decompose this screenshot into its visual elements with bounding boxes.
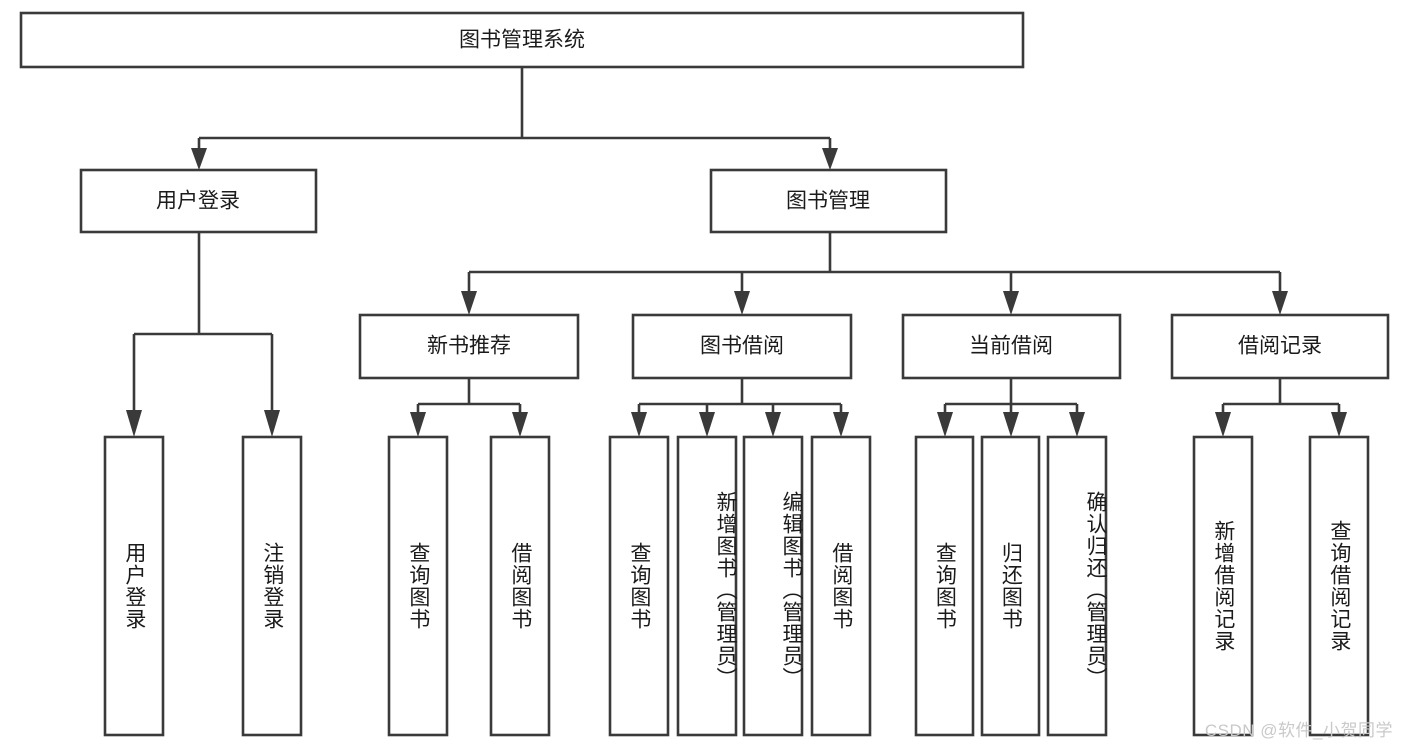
leaf-box-borrow-book-new[interactable] (489, 435, 551, 737)
node-book-borrow-label: 图书借阅 (700, 335, 784, 358)
connector-currentborrow-to-leaves (937, 378, 1085, 437)
leaf-box-user-login[interactable] (103, 435, 165, 737)
node-new-book-recommend-label: 新书推荐 (427, 335, 511, 358)
connector-bookborrow-to-leaves (631, 378, 849, 437)
leaf-box-query-borrow-record[interactable] (1308, 435, 1370, 737)
node-user-login[interactable] (79, 168, 318, 234)
node-new-book-recommend[interactable] (358, 313, 580, 380)
leaf-box-query-book-borrow[interactable] (608, 435, 670, 737)
node-current-borrow-label: 当前借阅 (969, 335, 1053, 358)
leaf-box-logout[interactable] (241, 435, 303, 737)
leaf-box-confirm-return-admin[interactable] (1046, 435, 1108, 737)
node-book-borrow[interactable] (631, 313, 853, 380)
watermark-text: CSDN @软件_小贺同学 (1204, 721, 1393, 740)
leaf-box-query-book-current[interactable] (914, 435, 975, 737)
node-borrow-record-label: 借阅记录 (1238, 335, 1322, 358)
node-root[interactable] (19, 11, 1025, 69)
node-user-login-label: 用户登录 (156, 190, 240, 213)
leaf-box-borrow-book[interactable] (810, 435, 872, 737)
connector-root-to-level1 (191, 67, 838, 170)
leaf-box-edit-book-admin[interactable] (742, 435, 804, 737)
node-current-borrow[interactable] (901, 313, 1122, 380)
node-book-management-label: 图书管理 (786, 190, 870, 213)
node-book-management[interactable] (709, 168, 948, 234)
leaf-box-add-borrow-record[interactable] (1192, 435, 1254, 737)
leaf-box-query-book-new[interactable] (387, 435, 449, 737)
node-borrow-record[interactable] (1170, 313, 1390, 380)
leaf-box-return-book[interactable] (980, 435, 1041, 737)
connector-bookmgmt-to-level2 (461, 232, 1288, 315)
leaf-box-add-book-admin[interactable] (676, 435, 738, 737)
node-root-label: 图书管理系统 (459, 29, 585, 52)
connector-newbook-to-leaves (410, 378, 528, 437)
connector-userlogin-to-leaves (126, 232, 280, 437)
connector-borrowrecord-to-leaves (1215, 378, 1347, 437)
